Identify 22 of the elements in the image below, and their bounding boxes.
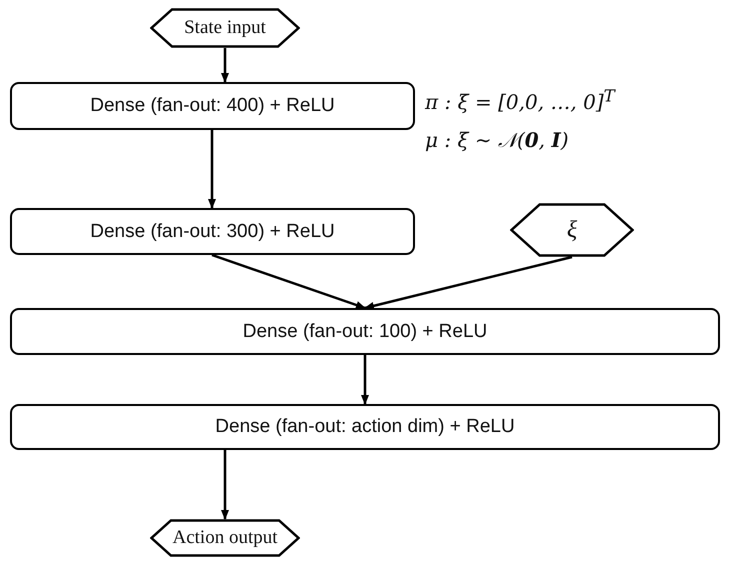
terminal-hexagon [150, 8, 300, 48]
arrow [221, 48, 229, 83]
node-label: Dense (fan-out: action dim) + ReLU [215, 416, 515, 438]
node-label: Dense (fan-out: 300) + ReLU [90, 220, 335, 242]
arrow [212, 254, 366, 310]
layer-box [10, 404, 720, 450]
formula-text: μ : ξ ∼ 𝒩(0, I) [425, 128, 569, 152]
arrow [208, 130, 216, 209]
node-label: Action output [172, 527, 278, 549]
node-label: Dense (fan-out: 100) + ReLU [242, 320, 488, 342]
formula-text: π : ξ = [0,0, …, 0]$^{T}$ [425, 86, 615, 114]
symbol-label: ξ [566, 216, 578, 244]
layer-box [10, 308, 720, 355]
arrow [221, 450, 229, 520]
arrow [361, 355, 369, 405]
terminal-hexagon [510, 203, 634, 257]
terminal-hexagon [150, 519, 300, 557]
node-label: Dense (fan-out: 400) + ReLU [90, 95, 335, 117]
layer-box [10, 82, 415, 130]
arrow [364, 256, 572, 310]
layer-box [10, 208, 415, 255]
node-label: State input [184, 17, 266, 39]
